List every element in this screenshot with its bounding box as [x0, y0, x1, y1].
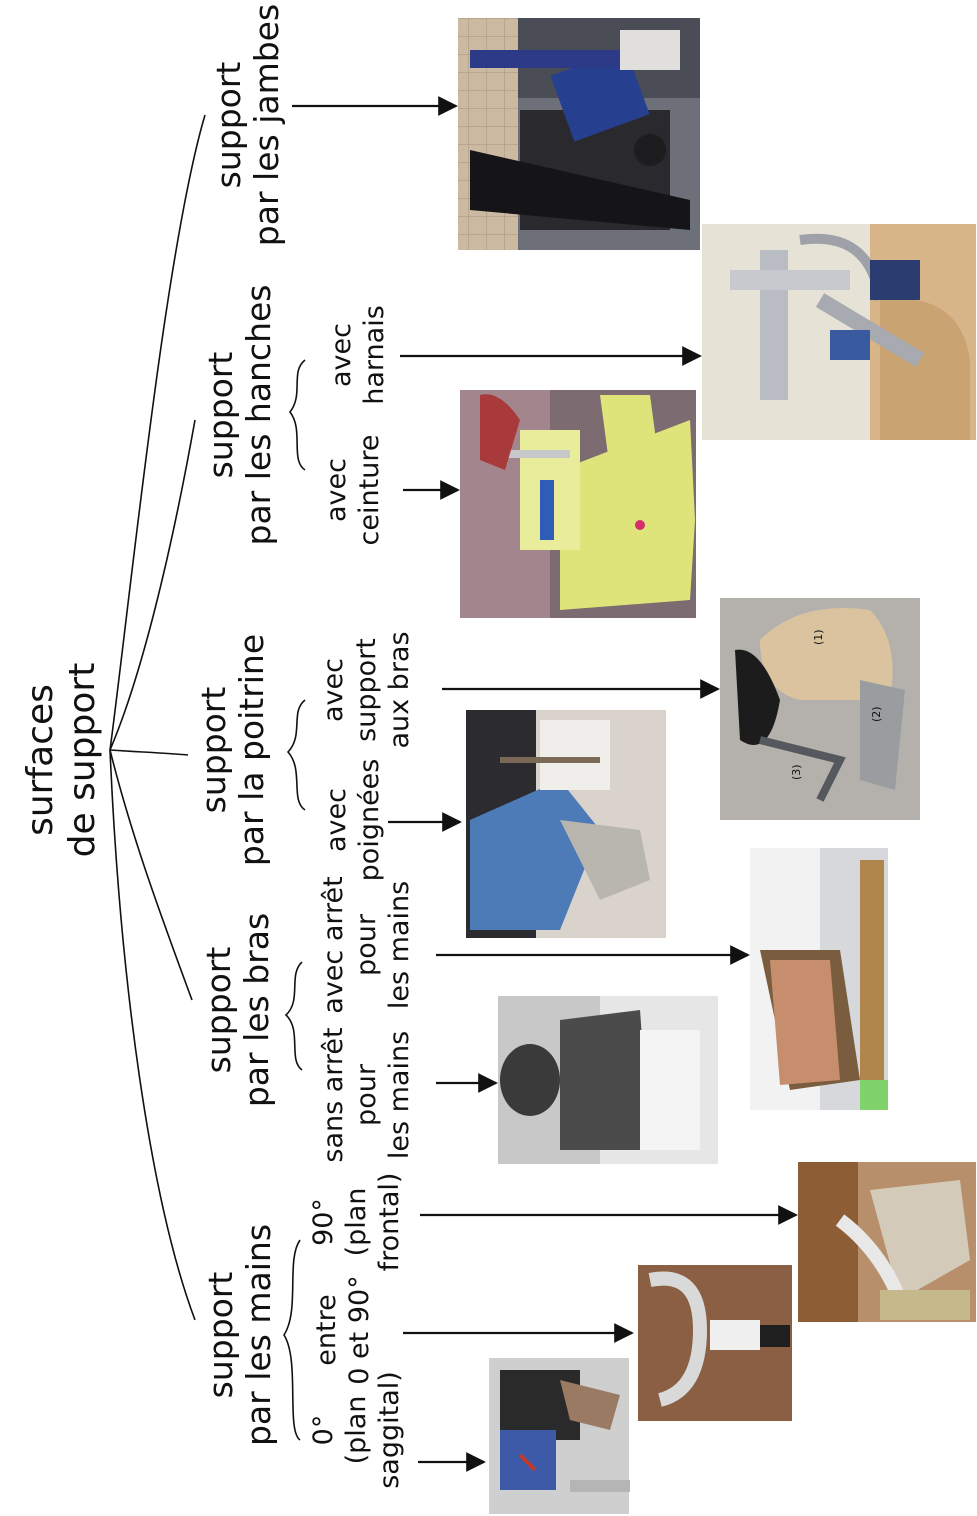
- sub-mains-2-line1: 90°: [308, 1198, 339, 1246]
- sub-mains-0-line2: (plan: [341, 1396, 372, 1465]
- root-label-line2: de support: [62, 663, 103, 858]
- brace-poitrine: [286, 699, 306, 811]
- sub-label-mains-0: 0° (plan saggital): [308, 1371, 405, 1489]
- sub-hanches-1-line2: harnais: [359, 305, 390, 405]
- sub-label-hanches-1: avec harnais: [326, 305, 390, 405]
- category-hanches-line2: par les hanches: [239, 285, 278, 546]
- category-hanches-line1: support: [201, 352, 240, 479]
- category-bras-line2: par les bras: [237, 913, 276, 1107]
- category-label-mains: support par les mains: [201, 1224, 278, 1446]
- sub-bras-0-line3: les mains: [384, 1031, 415, 1159]
- photo-poitrine-poignees: [466, 710, 666, 938]
- branch-poitrine: [109, 749, 189, 756]
- root-label-line1: surfaces: [20, 684, 61, 836]
- brace-mains: [283, 1239, 301, 1441]
- sub-bras-1-line3: les mains: [384, 881, 415, 1009]
- photo-mark-1: (1): [812, 629, 825, 645]
- sub-label-bras-1: avec arrêt pour les mains: [318, 876, 415, 1013]
- photo-mains-entre: [638, 1265, 792, 1421]
- sub-bras-1-line2: pour: [351, 913, 382, 976]
- category-label-hanches: support par les hanches: [201, 285, 278, 546]
- photo-hanches-ceinture: [460, 390, 696, 618]
- sub-mains-0-line3: saggital): [374, 1371, 405, 1489]
- category-label-jambes: support par les jambes: [209, 4, 286, 246]
- category-label-bras: support par les bras: [199, 913, 276, 1107]
- photo-hanches-harnais: [702, 224, 976, 440]
- sub-bras-1-line1: avec arrêt: [318, 876, 349, 1013]
- branch-bras: [109, 749, 193, 1001]
- sub-poitrine-0-line1: avec: [321, 788, 352, 852]
- photo-mark-2: (2): [870, 706, 883, 722]
- sub-mains-2-line2: (plan: [341, 1188, 372, 1257]
- root-label: surfaces de support: [20, 663, 103, 858]
- category-jambes-line1: support: [209, 62, 248, 189]
- photo-mark-3: (3): [790, 764, 803, 780]
- sub-label-mains-1: entre 0 et 90°: [311, 1275, 375, 1384]
- sub-label-poitrine-0: avec poignées: [321, 759, 385, 882]
- sub-label-bras-0: sans arrêt pour les mains: [318, 1027, 415, 1162]
- sub-poitrine-0-line2: poignées: [354, 759, 385, 882]
- photo-jambes: [458, 18, 700, 250]
- photo-mains-90: [798, 1162, 976, 1322]
- photo-bras-sans-arret: [498, 996, 718, 1164]
- category-bras-line1: support: [199, 947, 238, 1074]
- sub-poitrine-1-line2: support: [351, 638, 382, 742]
- sub-bras-0-line1: sans arrêt: [318, 1027, 349, 1162]
- category-jambes-line2: par les jambes: [247, 4, 286, 246]
- photo-mains-0: [489, 1358, 630, 1514]
- sub-label-mains-2: 90° (plan frontal): [308, 1173, 405, 1272]
- sub-mains-1-line2: 0 et 90°: [344, 1275, 375, 1384]
- sub-mains-2-line3: frontal): [374, 1173, 405, 1272]
- category-mains-line2: par les mains: [239, 1224, 278, 1446]
- photo-bras-avec-arret: [750, 848, 888, 1110]
- sub-label-hanches-0: avec ceinture: [321, 435, 385, 546]
- photo-poitrine-support-aux-bras: (1) (2) (3): [720, 598, 920, 820]
- sub-hanches-1-line1: avec: [326, 323, 357, 387]
- brace-hanches: [288, 359, 306, 471]
- category-label-poitrine: support par la poitrine: [194, 634, 271, 866]
- category-poitrine-line1: support: [194, 687, 233, 814]
- sub-bras-0-line2: pour: [351, 1063, 382, 1126]
- branch-jambes: [109, 114, 206, 751]
- brace-bras: [284, 961, 303, 1071]
- sub-hanches-0-line1: avec: [321, 458, 352, 522]
- sub-mains-0-line1: 0°: [308, 1415, 339, 1446]
- sub-poitrine-1-line3: aux bras: [384, 631, 415, 748]
- category-mains-line1: support: [201, 1272, 240, 1399]
- main-branches: [109, 114, 206, 1321]
- sub-poitrine-1-line1: avec: [318, 658, 349, 722]
- branch-hanches: [109, 419, 196, 751]
- sub-label-poitrine-1: avec support aux bras: [318, 631, 415, 748]
- sub-hanches-0-line2: ceinture: [354, 435, 385, 546]
- category-poitrine-line2: par la poitrine: [232, 634, 271, 866]
- branch-mains: [109, 749, 196, 1321]
- arrows: [292, 96, 798, 1472]
- sub-mains-1-line1: entre: [311, 1294, 342, 1365]
